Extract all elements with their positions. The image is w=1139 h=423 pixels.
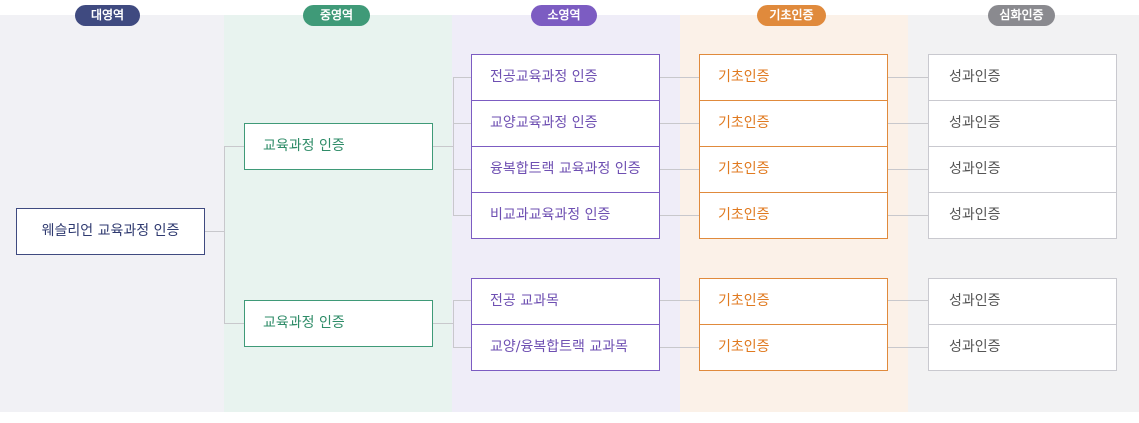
basic-cert-label: 기초인증 [718,115,770,131]
advanced-cert-box: 성과인증 [928,278,1117,325]
large-area-label: 웨슬리언 교육과정 인증 [41,223,180,239]
small-area-label: 비교과교육과정 인증 [490,207,611,223]
advanced-cert-box: 성과인증 [928,100,1117,147]
basic-cert-box: 기초인증 [699,278,888,325]
advanced-cert-label: 성과인증 [949,293,1001,309]
medium-area-box: 교육과정 인증 [244,300,433,347]
header-small-area: 소영역 [531,5,597,26]
large-area-box: 웨슬리언 교육과정 인증 [16,208,205,255]
medium-area-box: 교육과정 인증 [244,123,433,170]
small-area-label: 교양교육과정 인증 [490,115,598,131]
basic-cert-label: 기초인증 [718,207,770,223]
advanced-cert-label: 성과인증 [949,115,1001,131]
small-area-box: 교양교육과정 인증 [471,100,660,147]
basic-cert-box: 기초인증 [699,54,888,101]
small-area-label: 융복합트랙 교육과정 인증 [490,161,641,177]
medium-area-label: 교육과정 인증 [263,315,345,331]
basic-cert-label: 기초인증 [718,161,770,177]
basic-cert-box: 기초인증 [699,324,888,371]
basic-cert-label: 기초인증 [718,293,770,309]
small-area-box: 비교과교육과정 인증 [471,192,660,239]
basic-cert-box: 기초인증 [699,192,888,239]
small-area-label: 전공교육과정 인증 [490,69,598,85]
advanced-cert-box: 성과인증 [928,324,1117,371]
basic-cert-box: 기초인증 [699,146,888,193]
small-area-box: 전공 교과목 [471,278,660,325]
advanced-cert-label: 성과인증 [949,339,1001,355]
advanced-cert-box: 성과인증 [928,192,1117,239]
header-medium-area: 중영역 [303,5,370,26]
header-basic-cert: 기초인증 [757,5,826,26]
basic-cert-label: 기초인증 [718,339,770,355]
advanced-cert-box: 성과인증 [928,54,1117,101]
small-area-box: 융복합트랙 교육과정 인증 [471,146,660,193]
basic-cert-box: 기초인증 [699,100,888,147]
small-area-label: 전공 교과목 [490,293,559,309]
advanced-cert-label: 성과인증 [949,207,1001,223]
small-area-box: 교양/융복합트랙 교과목 [471,324,660,371]
header-large-area: 대영역 [75,5,140,26]
advanced-cert-label: 성과인증 [949,161,1001,177]
small-area-label: 교양/융복합트랙 교과목 [490,339,628,355]
header-advanced-cert: 심화인증 [988,5,1055,26]
medium-area-label: 교육과정 인증 [263,138,345,154]
small-area-box: 전공교육과정 인증 [471,54,660,101]
advanced-cert-label: 성과인증 [949,69,1001,85]
advanced-cert-box: 성과인증 [928,146,1117,193]
basic-cert-label: 기초인증 [718,69,770,85]
